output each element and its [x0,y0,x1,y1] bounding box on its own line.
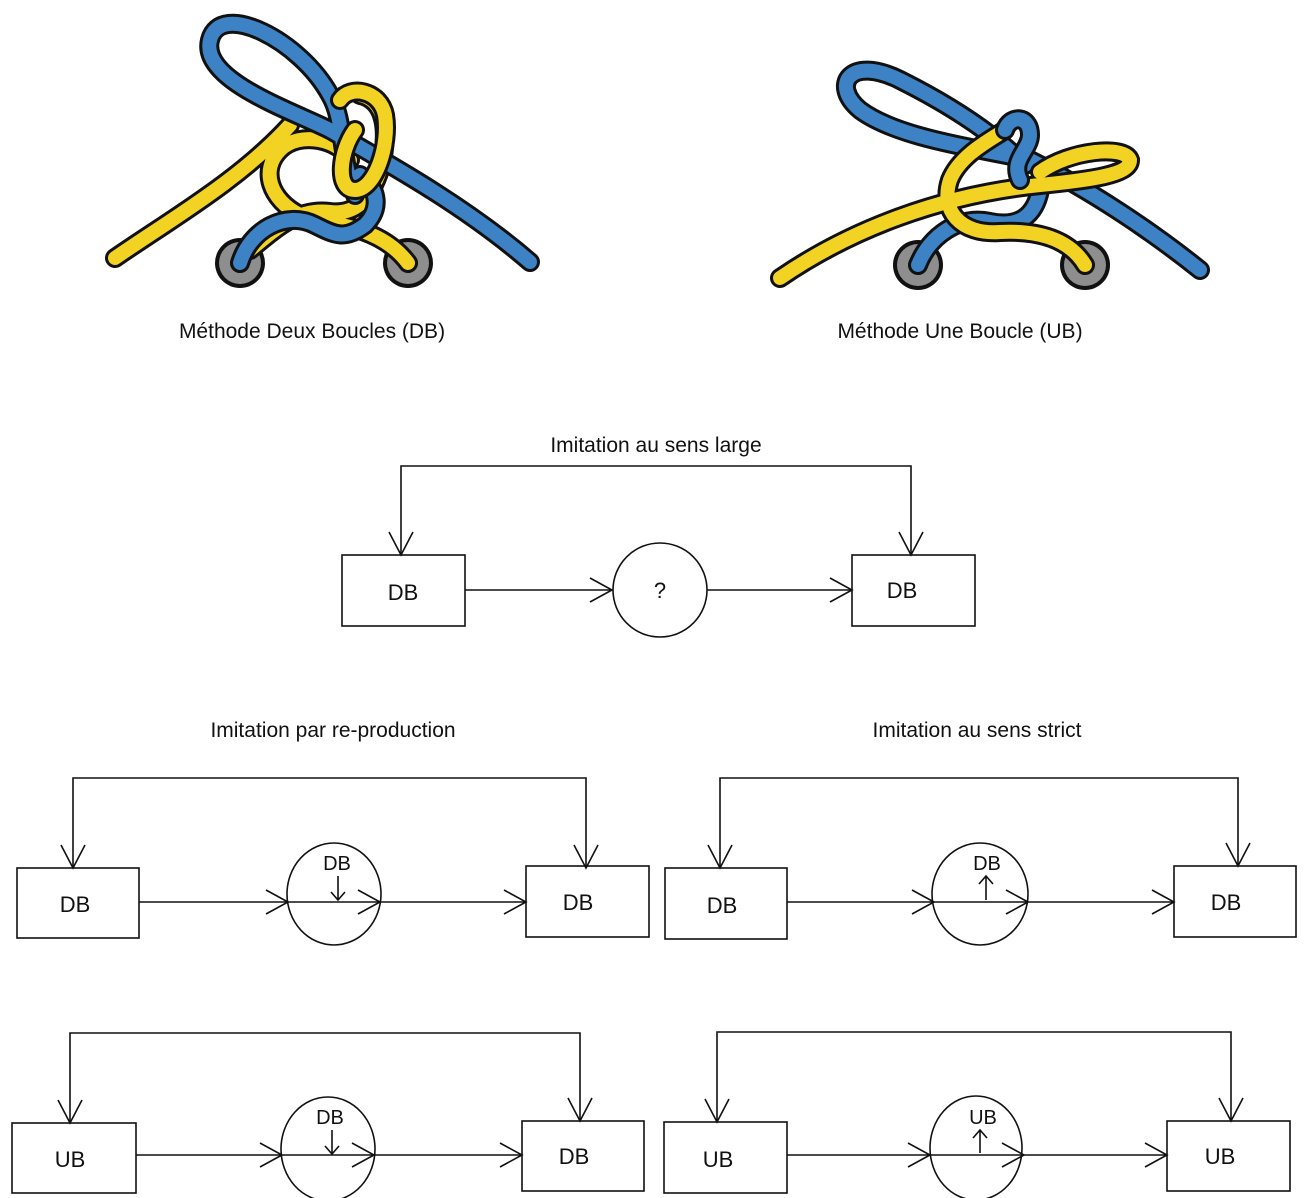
process-label: DB [973,853,1001,875]
target-box-label: DB [559,1144,590,1169]
source-box-label: DB [388,580,419,605]
blue-lace-icon [835,60,1210,280]
feedback-connector [716,1031,1232,1122]
source-box [16,867,140,939]
blue-lace-icon [199,13,540,273]
source-box-label: UB [55,1147,86,1172]
two-loop-caption: Méthode Deux Boucles (DB) [179,320,445,343]
source-box [664,867,788,940]
reproduction-diagram-2: UB DB DB [11,1032,645,1198]
yellow-loop-icon [330,81,396,201]
right-arrow-icon [589,577,614,603]
target-box-label: DB [563,890,594,915]
process-circle [931,842,1029,946]
process-label: DB [323,853,351,875]
source-box-label: DB [707,893,738,918]
up-arrow-icon [972,1128,988,1153]
process-circle [929,1095,1023,1198]
feedback-connector [719,777,1239,868]
source-box [11,1122,137,1194]
target-box-label: DB [1211,890,1242,915]
target-box [1166,1120,1291,1192]
one-loop-knot-illustration [770,60,1210,290]
broad-imitation-diagram: Imitation au sens large DB ? DB [341,434,976,638]
target-box [851,554,976,627]
two-loop-knot-illustration [105,13,540,288]
up-arrow-icon [978,874,994,900]
reproduction-title: Imitation par re-production [210,719,455,742]
feedback-connector [72,777,587,868]
process-label: ? [654,578,666,603]
feedback-connector [400,465,912,555]
down-arrow-icon [324,1130,340,1156]
down-arrow-icon [330,876,346,902]
target-box [521,1120,645,1192]
target-box [525,865,650,938]
process-label: UB [969,1107,997,1129]
process-label: DB [316,1107,344,1129]
yellow-lace-icon [770,120,1141,288]
one-loop-caption: Méthode Une Boucle (UB) [837,320,1082,343]
target-box [1173,865,1297,938]
broad-imitation-title: Imitation au sens large [550,434,761,457]
target-box-label: DB [887,578,918,603]
strict-title: Imitation au sens strict [873,719,1082,742]
source-box-label: UB [703,1147,734,1172]
process-circle [286,842,382,946]
feedback-connector [69,1032,581,1123]
down-arrow-icon [573,844,599,870]
reproduction-diagram-1: DB DB DB [16,777,650,946]
target-box-label: UB [1205,1144,1236,1169]
blue-twist-icon [995,109,1041,190]
strict-diagram-1: DB DB DB [664,777,1297,946]
source-box-label: DB [60,892,91,917]
process-circle [280,1096,376,1198]
source-box [663,1121,788,1194]
strict-diagram-2: UB UB UB [663,1031,1291,1198]
